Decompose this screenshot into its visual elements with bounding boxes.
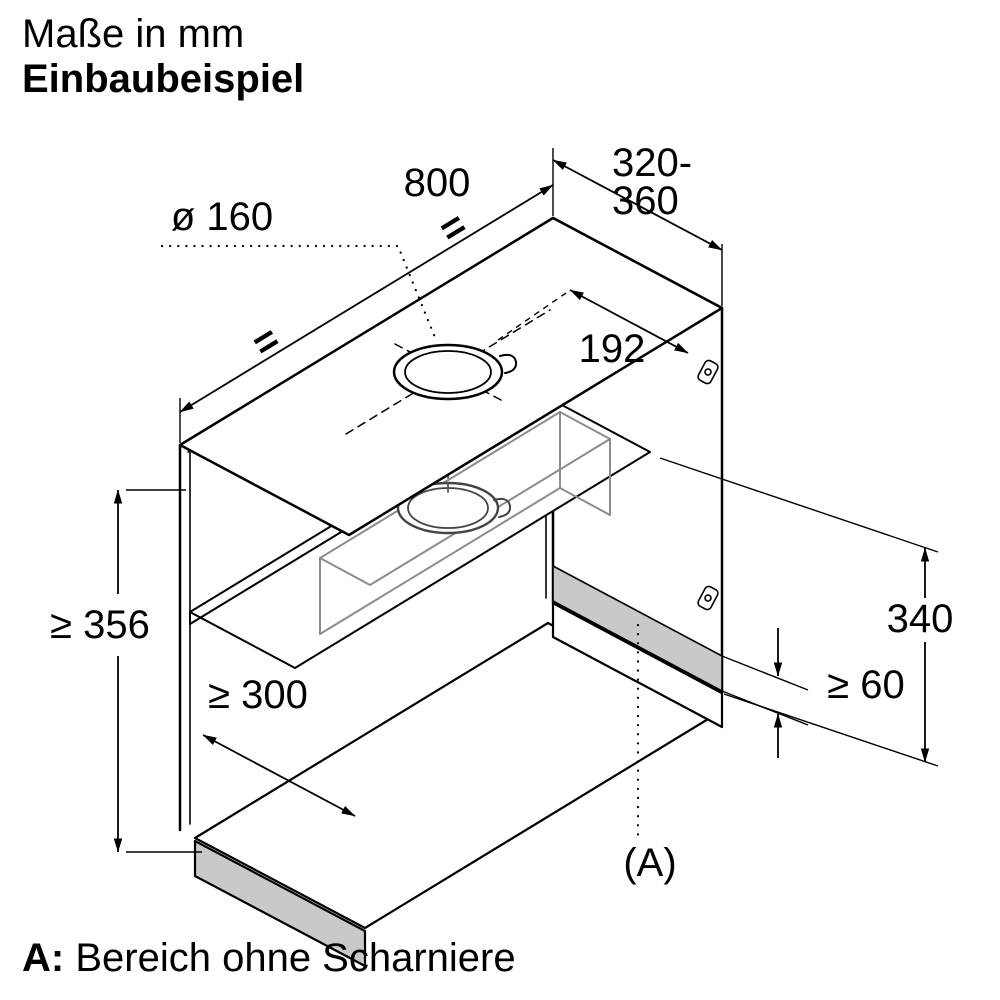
dim-60-ext-top: [721, 655, 809, 691]
legend-key: A:: [22, 936, 65, 980]
label-min-clearance-depth: ≥ 300: [208, 673, 308, 717]
hinge-plate-lower: [697, 585, 719, 611]
hood-duct-collar: [396, 481, 500, 535]
hinge-plate-upper: [697, 359, 719, 385]
label-duct-to-wall: 192: [579, 327, 646, 371]
equal-mark-left: =: [245, 317, 288, 367]
dim-60-ext-bottom: [721, 690, 809, 726]
dimension-labels: ø 160 800 320- 360 192 ≥ 356 ≥ 300 340 ≥…: [50, 141, 953, 885]
label-lower-clearance-height: 340: [887, 597, 954, 641]
legend: A: Bereich ohne Scharniere: [22, 936, 516, 981]
duct-cutout: [392, 343, 504, 401]
dim-192-line: [569, 289, 689, 354]
dimension-lines: [113, 148, 939, 853]
dim-800-line: [179, 184, 554, 413]
dim-300-line: [202, 734, 356, 817]
dim-340-ext-top: [659, 457, 939, 553]
label-min-niche-height: ≥ 356: [50, 603, 150, 647]
page-title: Einbaubeispiel: [22, 56, 305, 101]
label-depth-bottom: 360: [612, 179, 679, 223]
dim-depth-line: [552, 159, 723, 251]
label-area-a: (A): [623, 841, 676, 885]
legend-text: Bereich ohne Scharniere: [75, 936, 516, 980]
units-note: Maße in mm: [22, 12, 245, 56]
title-block: Maße in mm Einbaubeispiel: [22, 12, 304, 102]
hood-unit-outline: [319, 411, 611, 635]
dim-192-ext: [497, 292, 567, 341]
label-depth-top: 320-: [612, 141, 692, 185]
hood-collar-clip: [493, 497, 512, 518]
label-hinge-free-height: ≥ 60: [827, 663, 905, 707]
duct-diameter-leader: [160, 244, 438, 342]
equal-mark-right: =: [432, 203, 475, 253]
label-cabinet-width: 800: [404, 161, 471, 205]
visor-front-strip: [193, 839, 367, 968]
label-duct-diameter: ø 160: [171, 195, 273, 239]
